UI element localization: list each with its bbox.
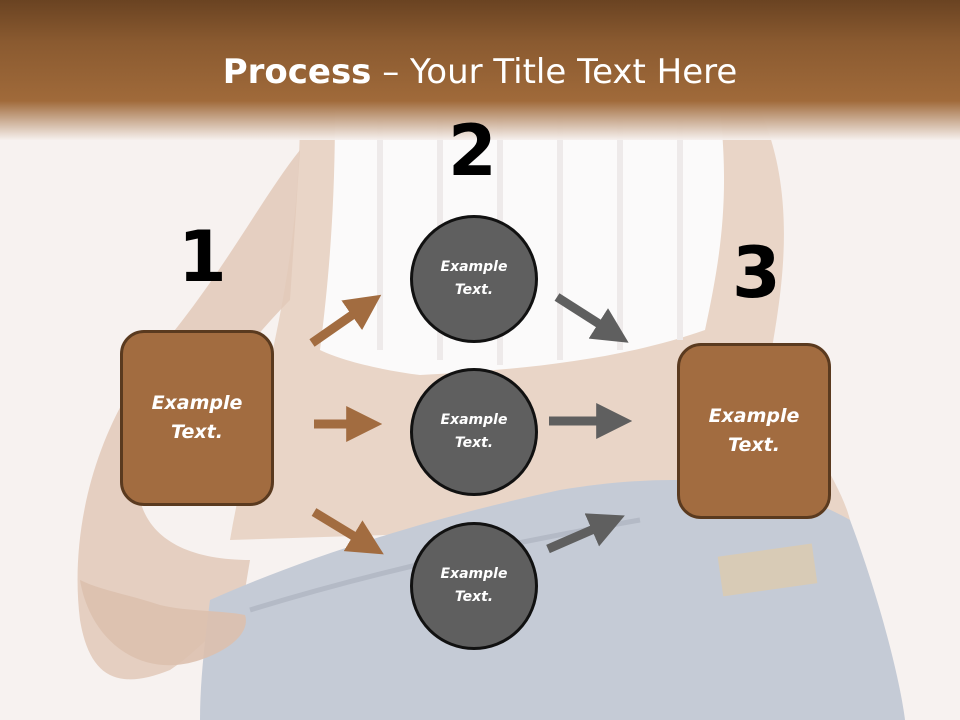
arrow-to-circle-top (309, 294, 382, 347)
arrow-from-circle-bottom (546, 513, 625, 554)
title-bar (0, 0, 960, 140)
step-number-1: 1 (178, 216, 227, 298)
right-box: Example Text. (677, 343, 831, 519)
circle-top: Example Text. (410, 215, 538, 343)
arrow-to-circle-bottom (311, 508, 384, 555)
circle-middle-text: Example Text. (440, 412, 508, 451)
arrow-from-circle-top (554, 293, 629, 343)
slide-title: Process – Your Title Text Here (0, 52, 960, 92)
circle-bottom: Example Text. (410, 522, 538, 650)
right-box-text: Example Text. (708, 405, 800, 456)
circle-top-text: Example Text. (440, 259, 508, 298)
step-number-3: 3 (732, 232, 781, 314)
left-box: Example Text. (120, 330, 274, 506)
circle-bottom-text: Example Text. (440, 566, 508, 605)
circle-middle: Example Text. (410, 368, 538, 496)
title-bold: Process (222, 52, 372, 92)
left-box-text: Example Text. (151, 392, 243, 443)
step-number-2: 2 (448, 110, 497, 192)
title-rest: – Your Title Text Here (371, 52, 738, 92)
